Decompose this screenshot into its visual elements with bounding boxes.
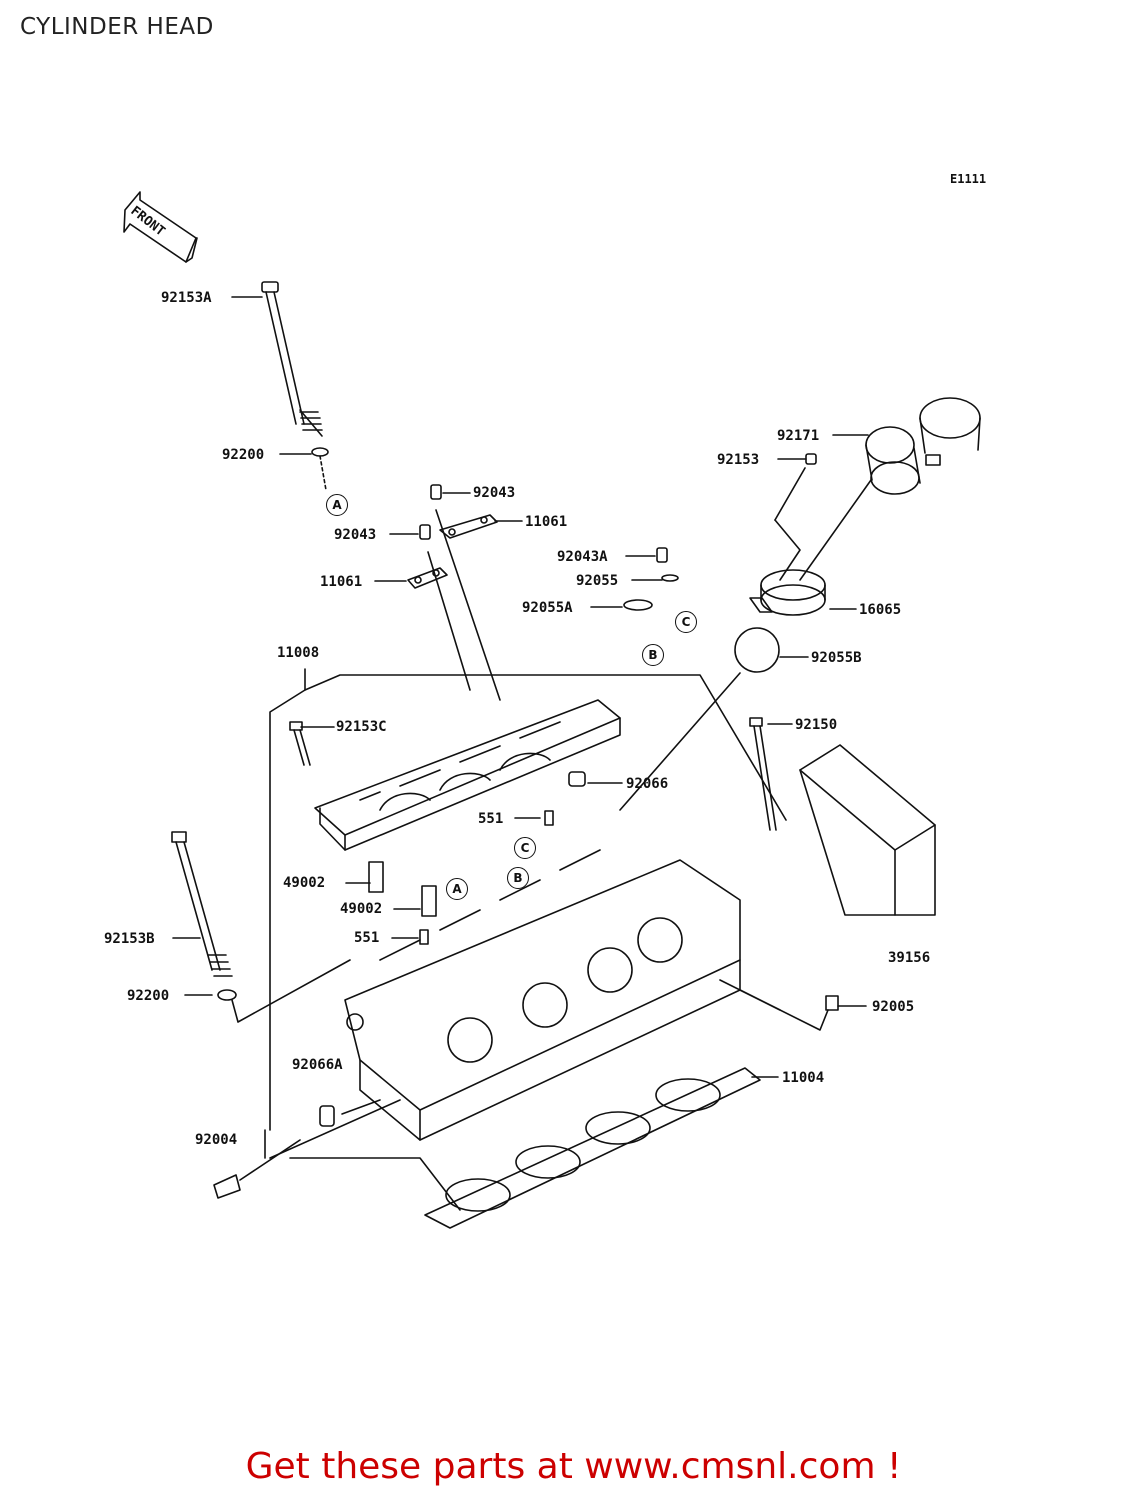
bolt-92150 xyxy=(749,717,777,831)
part-label[interactable]: 11004 xyxy=(782,1070,825,1086)
fitting-92005 xyxy=(825,995,839,1011)
part-label[interactable]: 11061 xyxy=(320,574,363,590)
washer-92200-bottom xyxy=(217,989,237,1001)
stud-92066 xyxy=(568,771,586,787)
part-label[interactable]: 92200 xyxy=(222,447,265,463)
diagram-code: E1111 xyxy=(950,172,987,186)
cylinder-head-main xyxy=(344,849,741,1141)
part-label[interactable]: 92043 xyxy=(334,527,377,543)
part-label[interactable]: 92153 xyxy=(717,452,760,468)
page-title: CYLINDER HEAD xyxy=(20,14,214,40)
part-label[interactable]: 92153C xyxy=(336,719,387,735)
part-label[interactable]: 92055 xyxy=(576,573,619,589)
cap-11061-bottom xyxy=(407,567,448,589)
part-label[interactable]: 39156 xyxy=(888,950,931,966)
washer-92200-top xyxy=(311,447,329,457)
dowel-551-bottom xyxy=(419,929,429,945)
ref-marker-c: C xyxy=(675,611,697,633)
guide-49002-b xyxy=(421,885,437,917)
part-label[interactable]: 551 xyxy=(354,930,380,946)
bolt-92153c xyxy=(289,721,311,766)
part-label[interactable]: 92171 xyxy=(777,428,820,444)
part-label[interactable]: 92153A xyxy=(161,290,212,306)
part-label[interactable]: 49002 xyxy=(283,875,326,891)
part-label[interactable]: 92043A xyxy=(557,549,608,565)
dowel-551-top xyxy=(544,810,554,826)
clamp-92171 xyxy=(865,397,981,495)
part-label[interactable]: 92150 xyxy=(795,717,838,733)
stud-92004 xyxy=(213,1139,301,1199)
part-label[interactable]: 49002 xyxy=(340,901,383,917)
pin-92043-b xyxy=(419,524,431,540)
part-label[interactable]: 551 xyxy=(478,811,504,827)
part-label[interactable]: 92005 xyxy=(872,999,915,1015)
guide-49002-a xyxy=(368,861,384,893)
gasket-11004 xyxy=(424,1067,761,1229)
cover-39156 xyxy=(799,744,936,916)
ref-marker-a: A xyxy=(326,494,348,516)
part-label[interactable]: 92004 xyxy=(195,1132,238,1148)
screw-92153 xyxy=(805,453,817,465)
holder-16065 xyxy=(749,569,826,616)
pin-92043-a xyxy=(430,484,442,500)
ref-marker-a: A xyxy=(446,878,468,900)
part-label[interactable]: 92043 xyxy=(473,485,516,501)
bolt-92153b xyxy=(171,831,233,977)
cap-11061-top xyxy=(439,514,498,539)
camshaft-holder-11008 xyxy=(314,699,621,851)
part-label[interactable]: 92055A xyxy=(522,600,573,616)
part-label[interactable]: 92066A xyxy=(292,1057,343,1073)
part-label[interactable]: 11008 xyxy=(277,645,320,661)
bolt-92153a xyxy=(261,281,323,437)
oring-92055b xyxy=(734,627,780,673)
part-label[interactable]: 92055B xyxy=(811,650,862,666)
nut-92066a xyxy=(319,1105,335,1127)
ref-marker-b: B xyxy=(642,644,664,666)
part-label[interactable]: 92153B xyxy=(104,931,155,947)
front-arrow-icon xyxy=(123,191,198,263)
pin-92043a xyxy=(656,547,668,563)
cta-link[interactable]: Get these parts at www.cmsnl.com ! xyxy=(245,1446,902,1487)
part-label[interactable]: 92200 xyxy=(127,988,170,1004)
part-label[interactable]: 92066 xyxy=(626,776,669,792)
part-label[interactable]: 16065 xyxy=(859,602,902,618)
part-label[interactable]: 11061 xyxy=(525,514,568,530)
ref-marker-c: C xyxy=(514,837,536,859)
ref-marker-b: B xyxy=(507,867,529,889)
